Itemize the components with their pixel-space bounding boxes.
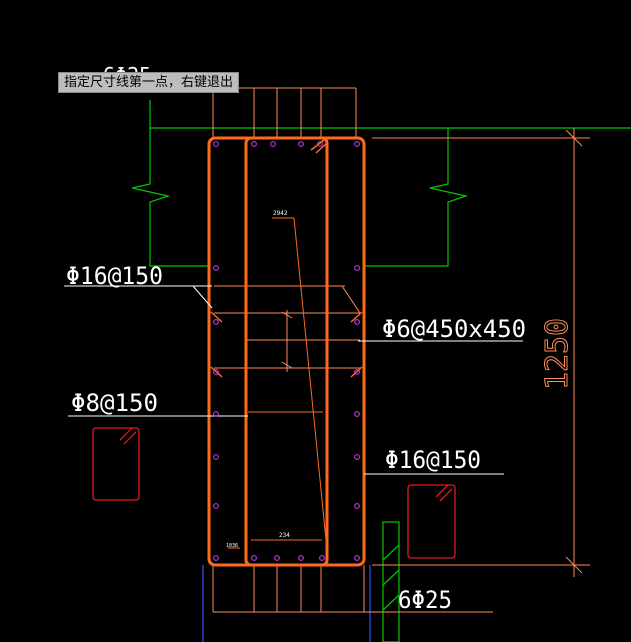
rebar-dot — [213, 141, 219, 147]
rebar-dot — [354, 503, 360, 509]
label-stirrup-left: Φ16@150 — [66, 262, 163, 290]
inner-dims — [228, 217, 327, 549]
label-tie: Φ6@450x450 — [382, 315, 526, 343]
rebar-dot — [298, 555, 304, 561]
rebar-dot — [213, 555, 219, 561]
rebar-dot — [251, 555, 257, 561]
red-boxes — [92, 427, 456, 559]
rebar-dot — [251, 141, 257, 147]
rebar-dot — [213, 503, 219, 509]
rebar-dot — [354, 141, 360, 147]
label-link: Φ8@150 — [71, 389, 158, 417]
rebar-dot — [354, 555, 360, 561]
rebar-dots — [213, 141, 360, 561]
rebar-dot — [354, 411, 360, 417]
label-dim-small-2: 234 — [279, 532, 290, 539]
rebar-dot — [354, 265, 360, 271]
label-stirrup-right: Φ16@150 — [385, 446, 481, 474]
rebar-dot — [319, 555, 325, 561]
rebar-dot — [354, 369, 360, 375]
label-bottom-rebar: 6Φ25 — [398, 586, 452, 614]
label-dim-height: 1250 — [540, 318, 575, 390]
stirrup-outer — [207, 136, 366, 567]
rebar-dot — [213, 319, 219, 325]
beam-outline — [131, 100, 631, 642]
rebar-dot — [213, 411, 219, 417]
rebar-dot — [274, 555, 280, 561]
rebar-dot — [213, 369, 219, 375]
rebar-dot — [213, 454, 219, 460]
blue-lines — [202, 565, 371, 642]
rebar-dot — [354, 319, 360, 325]
label-dim-small-3: 1036 — [226, 543, 238, 549]
rebar-dot — [317, 141, 323, 147]
rebar-dot — [270, 141, 276, 147]
command-prompt-tooltip: 指定尺寸线第一点，右键退出 — [58, 72, 240, 93]
rebar-extension-lines — [212, 87, 590, 613]
label-dim-small-1: 2942 — [273, 210, 288, 217]
rebar-dot — [298, 141, 304, 147]
rebar-dot — [354, 454, 360, 460]
rebar-dot — [213, 265, 219, 271]
